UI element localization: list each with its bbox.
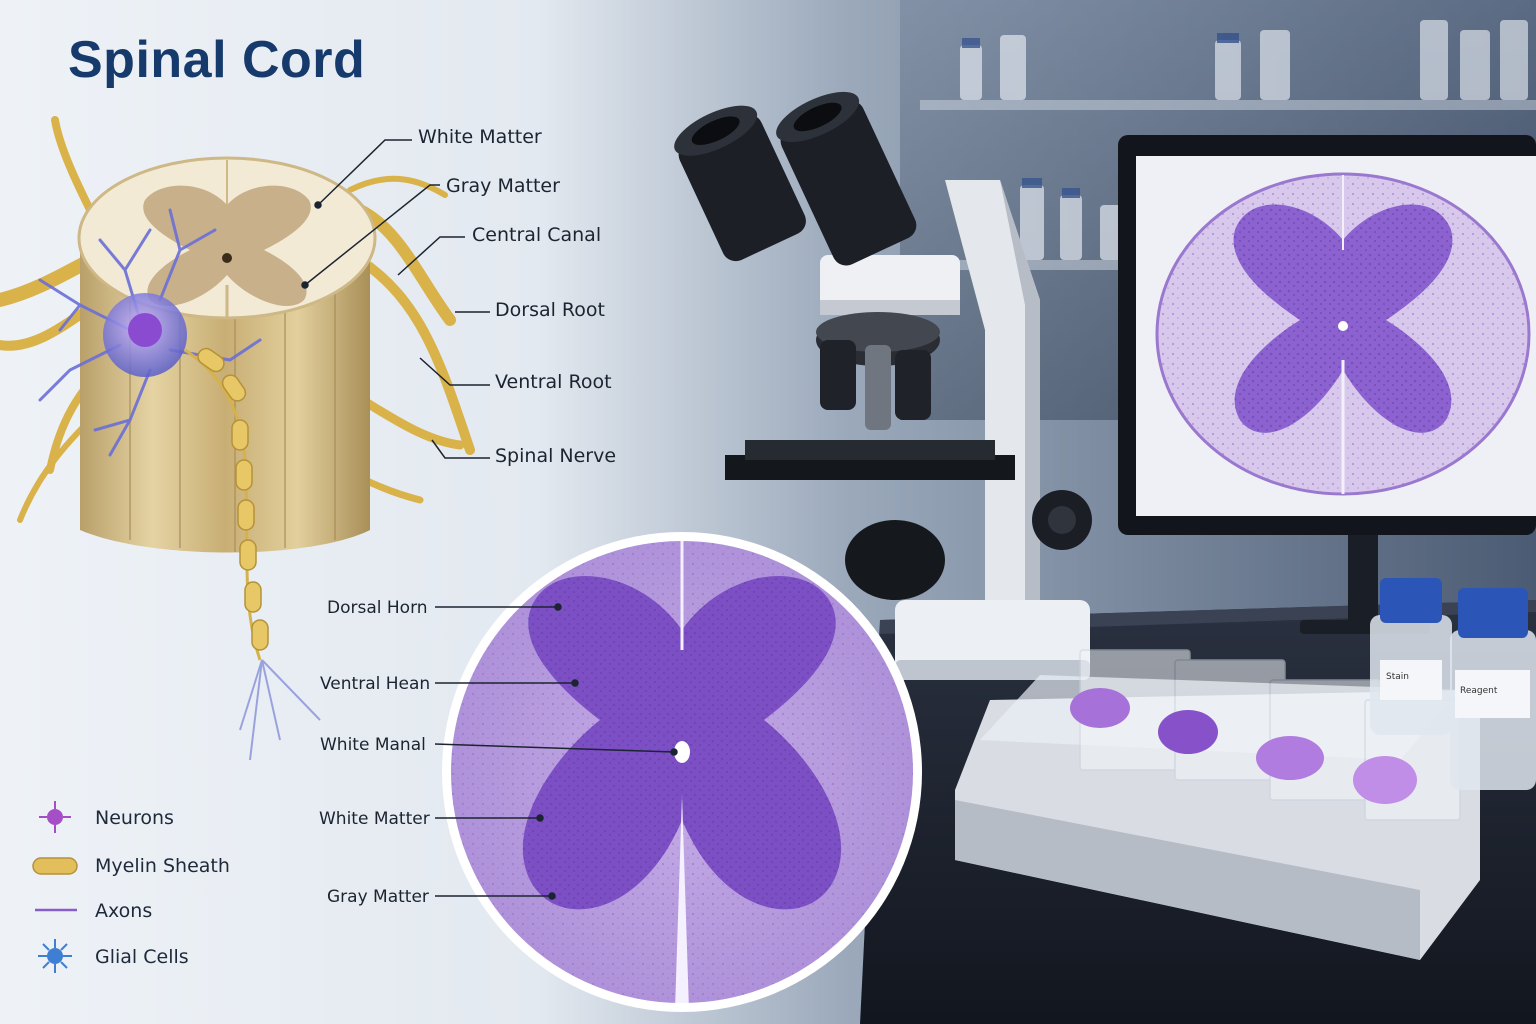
label-central-canal: Central Canal [472,224,602,246]
legend-axons: Axons [95,900,153,922]
label-central: White Manal [320,735,426,755]
legend-myelin-sheath: Myelin Sheath [95,855,230,877]
microscope [674,91,1092,680]
cord-leader-lines [301,139,490,459]
slide-tray [955,649,1480,960]
label-spinal-nerve: Spinal Nerve [495,445,617,467]
legend-icons [32,801,78,973]
legend-glial-cells: Glial Cells [95,946,189,968]
section-leader-lines [434,603,678,900]
label-white-matter: White Matter [418,126,542,148]
bottle-label-2: Reagent [1460,686,1498,696]
neuron-illustration [38,208,321,761]
page-title: Spinal Cord [68,31,366,89]
label-section-gray-matter: Gray Matter [327,887,429,907]
label-section-white-matter: White Matter [319,809,430,829]
stained-cross-section [442,532,922,1012]
label-dorsal-root: Dorsal Root [495,299,605,321]
label-ventral-horn: Ventral Hean [320,674,431,694]
bottle-label-1: Stain [1386,672,1409,682]
label-ventral-root: Ventral Root [495,371,612,393]
monitor [1118,135,1536,634]
legend-neurons: Neurons [95,807,174,829]
bottles [1370,578,1536,790]
label-gray-matter: Gray Matter [446,175,560,197]
label-dorsal-horn: Dorsal Horn [327,598,428,618]
